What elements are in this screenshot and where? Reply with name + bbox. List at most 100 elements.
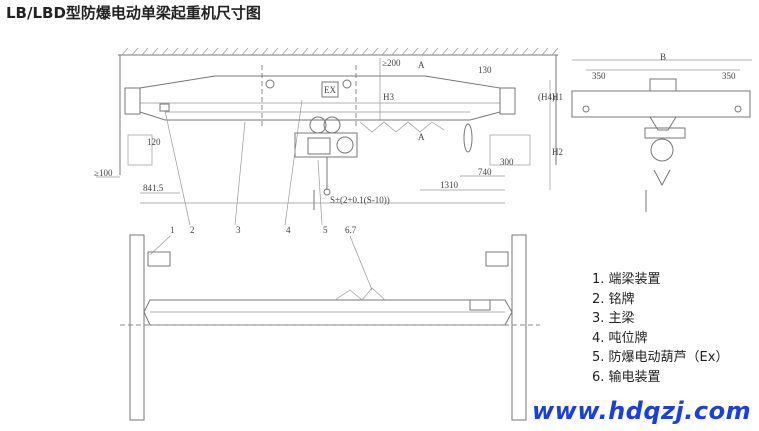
hatch-mark <box>541 47 549 56</box>
lug <box>342 79 352 89</box>
hatch-mark <box>251 47 259 56</box>
callout-2: 2 <box>190 225 195 235</box>
hatch-mark <box>311 47 319 56</box>
dim-130: 130 <box>478 65 492 75</box>
leader-line <box>284 99 303 226</box>
legend-item: 4. 吨位牌 <box>592 330 648 346</box>
hatch-mark <box>291 47 299 56</box>
leader-line <box>234 121 246 226</box>
hoist-drum <box>307 137 331 155</box>
end-beam-side <box>571 90 751 118</box>
hatch-mark <box>301 47 309 56</box>
hatch-mark <box>531 47 539 56</box>
callout-3: 3 <box>236 225 241 235</box>
legend-item: 5. 防爆电动葫芦（Ex） <box>592 350 729 365</box>
dim-300: 300 <box>500 157 514 167</box>
hatch-mark <box>551 47 559 56</box>
hoist-motor <box>336 136 354 154</box>
legend-item: 3. 主梁 <box>592 311 635 326</box>
hatch-mark <box>271 47 279 56</box>
dim-120: 120 <box>147 137 161 147</box>
dim-100: ≥100 <box>94 168 113 178</box>
end-beam-right <box>499 87 516 115</box>
hatch-mark <box>161 47 169 56</box>
dim-h1: H1 <box>552 92 563 102</box>
end-beam-left <box>124 87 141 115</box>
parts-legend: 1. 端梁装置 2. 铭牌 3. 主梁 4. 吨位牌 5. 防爆电动葫芦（Ex） 6. 输… <box>592 270 728 387</box>
rail-support-left <box>127 134 153 166</box>
nameplate <box>159 103 170 112</box>
section-a-bottom: A <box>418 132 425 142</box>
dim-1310: 1310 <box>440 180 459 190</box>
hatch-mark <box>411 47 419 56</box>
hatch-mark <box>481 47 489 56</box>
dim-350-right: 350 <box>722 71 736 81</box>
hatch-mark <box>211 47 219 56</box>
hatch-mark <box>471 47 479 56</box>
hatch-mark <box>201 47 209 56</box>
hook-side <box>653 169 671 187</box>
hoist-body <box>294 132 358 158</box>
hatch-mark <box>121 47 129 56</box>
hatch-mark <box>171 47 179 56</box>
hatch-mark <box>221 47 229 56</box>
hatch-mark <box>231 47 239 56</box>
legend-item: 2. 铭牌 <box>592 291 635 307</box>
callout-5: 5 <box>323 225 328 235</box>
legend-item: 6. 输电装置 <box>592 369 661 385</box>
hatch-mark <box>141 47 149 56</box>
dim-740: 740 <box>478 167 492 177</box>
hatch-mark <box>491 47 499 56</box>
hook <box>323 188 331 196</box>
hatch-mark <box>421 47 429 56</box>
dim-span: S±(2+0.1(S-10)) <box>330 195 390 205</box>
hatch-mark <box>391 47 399 56</box>
dim-200: ≥200 <box>382 58 401 68</box>
rail-head <box>649 78 677 92</box>
dim-b: B <box>660 52 666 62</box>
hatch-mark <box>431 47 439 56</box>
drive-motor-right <box>485 251 509 267</box>
hatch-mark <box>191 47 199 56</box>
hatch-mark <box>181 47 189 56</box>
main-girder <box>139 75 501 121</box>
hatch-mark <box>331 47 339 56</box>
hatch-mark <box>511 47 519 56</box>
leader-line <box>317 159 323 226</box>
hatch-mark <box>521 47 529 56</box>
callout-6: 6.7 <box>345 225 357 235</box>
wheel <box>582 105 590 113</box>
hatch-mark <box>461 47 469 56</box>
wheel <box>734 105 742 113</box>
callout-leader <box>349 235 373 291</box>
callout-leader <box>149 235 171 256</box>
hatch-mark <box>381 47 389 56</box>
main-girder-plan <box>143 299 513 326</box>
end-beam-left-plan <box>129 234 145 421</box>
hatch-mark <box>361 47 369 56</box>
page-title: LB/LBD型防爆电动单梁起重机尺寸图 <box>6 4 261 22</box>
hatch-mark <box>151 47 159 56</box>
ceiling-hatch <box>121 47 559 56</box>
callout-4: 4 <box>286 225 291 235</box>
ex-mark: EX <box>324 85 336 95</box>
hatch-mark <box>281 47 289 56</box>
hatch-mark <box>241 47 249 56</box>
drive-motor-left <box>147 251 171 267</box>
collector <box>463 123 473 153</box>
collector-plan <box>469 299 491 311</box>
cable-plan <box>334 287 386 301</box>
ex-nameplate <box>321 81 339 98</box>
section-a-top: A <box>418 60 425 70</box>
front-view: EX S±(2+0.1(S-10)) 841.5 <box>94 47 563 226</box>
legend-item: 1. 端梁装置 <box>592 272 661 287</box>
hatch-mark <box>451 47 459 56</box>
side-view: B 350 350 <box>571 52 752 212</box>
hatch-mark <box>321 47 329 56</box>
dim-h3: H3 <box>383 92 394 102</box>
hatch-mark <box>401 47 409 56</box>
